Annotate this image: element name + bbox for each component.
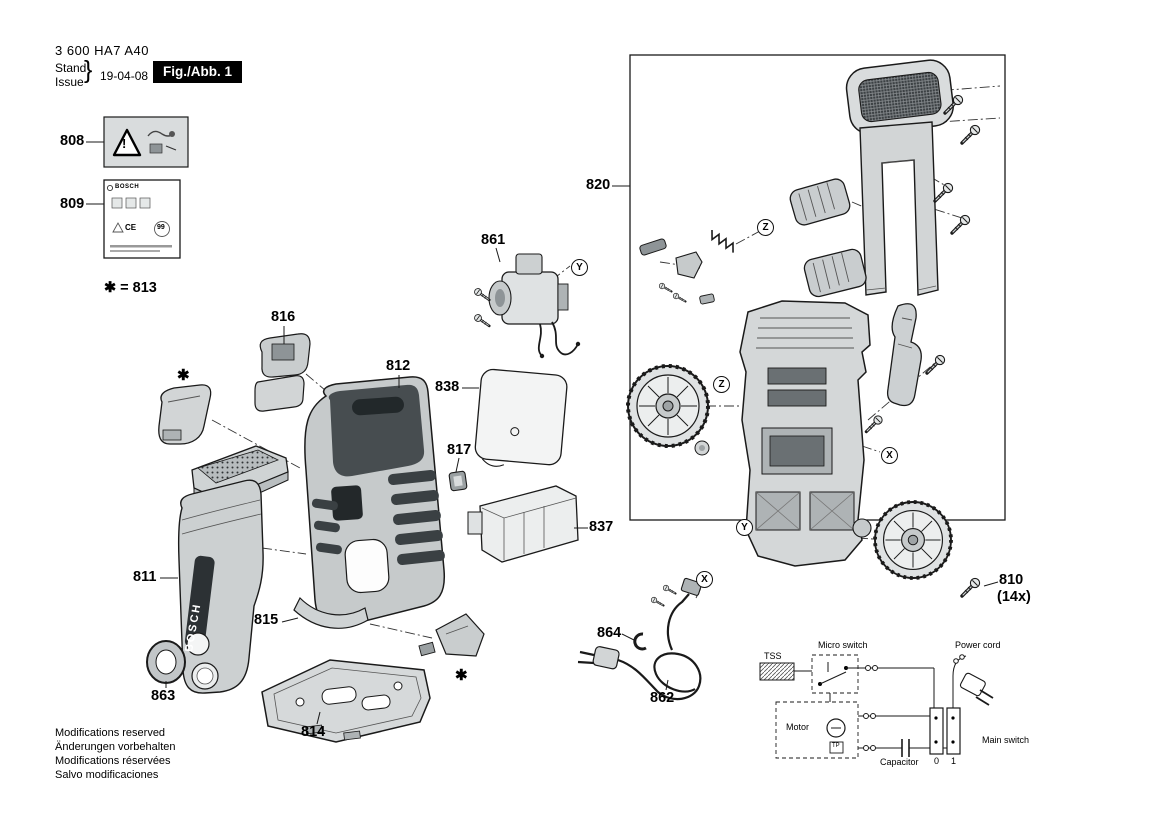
circuit-label-power-cord: Power cord bbox=[955, 640, 1001, 650]
label-809-year: 99 bbox=[157, 224, 165, 231]
part-label-814: 814 bbox=[301, 724, 326, 740]
document-number: 3 600 HA7 A40 bbox=[55, 43, 149, 58]
part-label-820: 820 bbox=[586, 177, 611, 193]
footer-note-fr: Modifications réservées bbox=[55, 755, 171, 767]
part-label-809: 809 bbox=[60, 196, 85, 212]
circuit-label-capacitor: Capacitor bbox=[880, 757, 919, 767]
trim-strip-815-drawing bbox=[293, 596, 369, 629]
footer-note-en: Modifications reserved bbox=[55, 727, 166, 739]
part-label-838: 838 bbox=[435, 379, 460, 395]
body-shell-811-drawing bbox=[177, 445, 289, 694]
part-label-862: 862 bbox=[650, 690, 675, 706]
foam-block-837-drawing bbox=[467, 485, 579, 563]
pump-unit-861-drawing bbox=[472, 253, 581, 359]
part-label-837: 837 bbox=[589, 519, 614, 535]
part-label-816: 816 bbox=[271, 309, 296, 325]
circuit-label-motor: Motor bbox=[786, 722, 810, 732]
part-label-815: 815 bbox=[254, 612, 279, 628]
rating-label-809 bbox=[103, 179, 181, 259]
chassis-assembly-drawing bbox=[626, 300, 953, 580]
part-label-864: 864 bbox=[597, 625, 622, 641]
part-label-810: 810 bbox=[999, 572, 1024, 588]
circuit-label-micro-switch: Micro switch bbox=[818, 640, 868, 650]
footer-note-es: Salvo modificaciones bbox=[55, 769, 159, 781]
part-label-861: 861 bbox=[481, 232, 506, 248]
asterisk-mark-bottom: ✱ bbox=[455, 667, 468, 684]
asterisk-part-bottom-drawing bbox=[418, 613, 485, 657]
brace-glyph: } bbox=[84, 56, 93, 84]
front-cover-812-drawing bbox=[304, 376, 446, 628]
label-809-ce-mark: CE bbox=[125, 223, 137, 232]
footer-note-de: Änderungen vorbehalten bbox=[55, 741, 176, 753]
connector-y-pump: Y bbox=[571, 259, 588, 276]
label-809-brand: BOSCH bbox=[115, 184, 140, 190]
asterisk-part-top-drawing bbox=[158, 384, 212, 445]
circuit-label-tp: TP bbox=[832, 743, 840, 749]
connector-y-chassis: Y bbox=[736, 519, 753, 536]
warning-sticker-808 bbox=[103, 116, 189, 168]
part-label-817: 817 bbox=[447, 442, 472, 458]
part-label-808: 808 bbox=[60, 133, 85, 149]
stand-label: Stand bbox=[55, 61, 87, 75]
warning-exclamation: ! bbox=[122, 136, 127, 151]
circuit-label-pos1: 1 bbox=[951, 756, 957, 766]
part-label-812: 812 bbox=[386, 358, 411, 374]
legend-note: ✱ = 813 bbox=[104, 280, 157, 296]
bracket-816-drawing bbox=[254, 333, 311, 412]
issue-date: 19-04-08 bbox=[100, 69, 149, 83]
circuit-label-main-switch: Main switch bbox=[982, 735, 1030, 745]
connector-x-cable: X bbox=[696, 571, 713, 588]
screw-810-drawing bbox=[960, 576, 982, 598]
base-plate-814-drawing bbox=[261, 659, 431, 743]
ring-863-drawing bbox=[146, 640, 186, 684]
handle-assembly-drawing bbox=[789, 59, 982, 298]
filter-panel-838-drawing bbox=[474, 368, 568, 467]
trigger-parts-drawing bbox=[639, 229, 734, 306]
asterisk-mark-top: ✱ bbox=[177, 367, 190, 384]
circuit-label-tss: TSS bbox=[764, 651, 782, 661]
wiring-schematic-drawing bbox=[759, 654, 994, 759]
circuit-label-pos0: 0 bbox=[934, 756, 940, 766]
label-leader-lines bbox=[86, 141, 999, 725]
issue-label: Issue bbox=[55, 75, 84, 89]
figure-badge: Fig./Abb. 1 bbox=[153, 61, 242, 83]
connector-z-handle: Z bbox=[757, 219, 774, 236]
part-label-863: 863 bbox=[151, 688, 176, 704]
part-label-811: 811 bbox=[133, 569, 157, 585]
connector-z-chassis: Z bbox=[713, 376, 730, 393]
part-label-810-qty: (14x) bbox=[997, 589, 1031, 605]
small-part-817-drawing bbox=[448, 470, 468, 492]
connector-x-chassis: X bbox=[881, 447, 898, 464]
clip-864-drawing bbox=[633, 632, 647, 651]
